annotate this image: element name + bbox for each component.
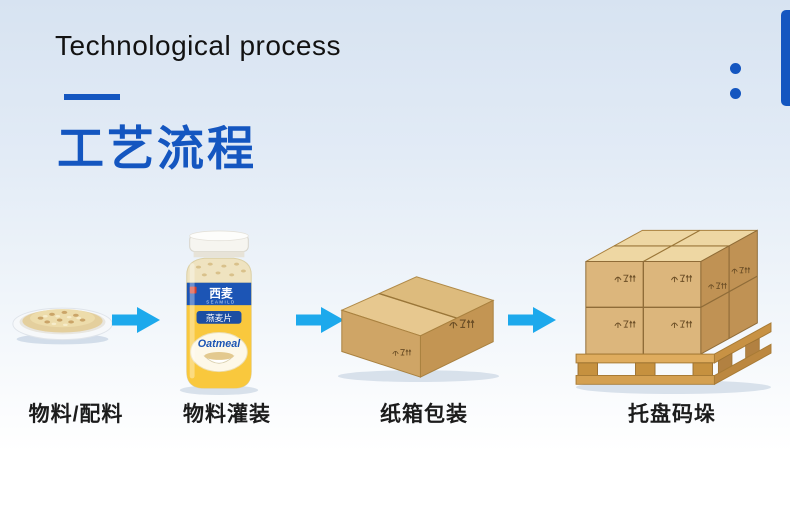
flow-arrow-icon xyxy=(508,306,556,334)
jar-brand-zh: 西麦 xyxy=(209,286,233,300)
jar-product-zh: 燕麦片 xyxy=(206,312,232,323)
decor-dot xyxy=(730,88,741,99)
decor-dot xyxy=(730,63,741,74)
jar-product-en: Oatmeal xyxy=(198,338,241,350)
step-label-filling: 物料灌装 xyxy=(183,403,271,426)
page-title-en: Technological process xyxy=(55,30,341,61)
step-label-carton-packing: 纸箱包装 xyxy=(380,403,468,426)
flow-arrow-icon xyxy=(296,306,344,334)
step-label-palletizing: 托盘码垛 xyxy=(628,403,716,426)
title-underline xyxy=(64,94,120,100)
carton-box-icon xyxy=(330,265,505,383)
page-title-zh: 工艺流程 xyxy=(57,122,257,175)
step-label-materials: 物料/配料 xyxy=(28,403,124,426)
pallet-stack-icon xyxy=(572,205,777,396)
flow-arrow-icon xyxy=(112,306,160,334)
jar-icon: 西麦 SEAMILD 燕麦片 Oatmeal xyxy=(175,228,263,396)
oats-plate-icon xyxy=(10,296,115,346)
jar-brand-en: SEAMILD xyxy=(206,300,235,305)
decor-bar xyxy=(781,10,790,106)
